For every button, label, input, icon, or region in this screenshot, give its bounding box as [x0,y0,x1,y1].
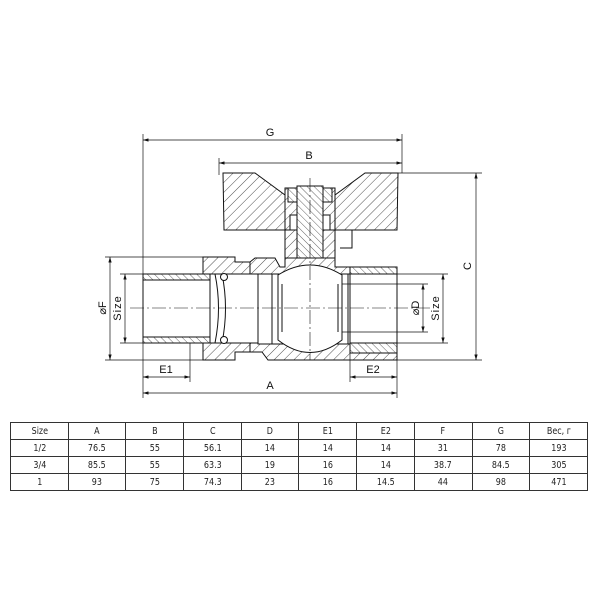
left-tailpiece [142,273,211,344]
label-b: B [305,150,312,162]
table-cell: 85.5 [73,456,121,474]
header-cell: A [73,422,121,440]
table-cell: 55 [131,439,179,457]
table-row: 3/4 85.5 55 63.3 19 16 14 38.7 84.5 305 [11,456,588,474]
label-e2: E2 [366,364,379,376]
table-cell: 23 [246,473,294,491]
table-cell: 16 [304,473,352,491]
header-cell: G [477,422,525,440]
table-header-row: Size A B C D E1 E2 F G Вес, г [11,422,588,440]
header-cell: E1 [304,422,352,440]
label-a: A [266,380,274,392]
label-size-left: Size [112,295,124,320]
table-cell: 84.5 [477,456,525,474]
table-cell: 56.1 [188,439,236,457]
table-row: 1 93 75 74.3 23 16 14.5 44 98 471 [11,473,588,491]
handle-right-wing [331,172,399,231]
table-cell: 14.5 [361,473,409,491]
table-cell: 44 [419,473,467,491]
label-e1: E1 [159,364,172,376]
label-c: C [462,262,474,270]
label-g: G [266,127,275,139]
table-cell: 14 [304,439,352,457]
dimensions-table: Size A B C D E1 E2 F G Вес, г 1/2 76.5 5… [10,422,588,491]
header-cell: E2 [361,422,409,440]
table-cell: 14 [361,456,409,474]
label-size-right: Size [430,295,442,320]
table-cell: 471 [535,473,583,491]
header-cell: Size [15,422,63,440]
table-cell: 93 [73,473,121,491]
table-cell: 75 [131,473,179,491]
table-cell: 98 [477,473,525,491]
table-cell: 55 [131,456,179,474]
valve-section-drawing: G B C ⌀F Size ⌀D Size E1 E2 A [97,127,482,398]
table-row: 1/2 76.5 55 56.1 14 14 14 31 78 193 [11,439,588,457]
table-cell: 193 [535,439,583,457]
table-cell: 78 [477,439,525,457]
table-cell: 63.3 [188,456,236,474]
right-port [349,273,398,344]
table-cell: 31 [419,439,467,457]
label-d: ⌀D [410,301,422,316]
table-cell: 1/2 [15,439,63,457]
table-cell: 14 [246,439,294,457]
table-cell: 76.5 [73,439,121,457]
handle-left-wing [222,172,289,231]
gland [284,229,298,261]
ball [277,264,343,353]
table-cell: 3/4 [15,456,63,474]
label-f: ⌀F [97,301,109,315]
table-cell: 16 [304,456,352,474]
table-cell: 74.3 [188,473,236,491]
table-cell: 14 [361,439,409,457]
table-cell: 19 [246,456,294,474]
header-cell: Вес, г [535,422,583,440]
table-cell: 38.7 [419,456,467,474]
table-cell: 1 [15,473,63,491]
header-cell: D [246,422,294,440]
header-cell: C [188,422,236,440]
table-cell: 305 [535,456,583,474]
header-cell: B [131,422,179,440]
header-cell: F [419,422,467,440]
